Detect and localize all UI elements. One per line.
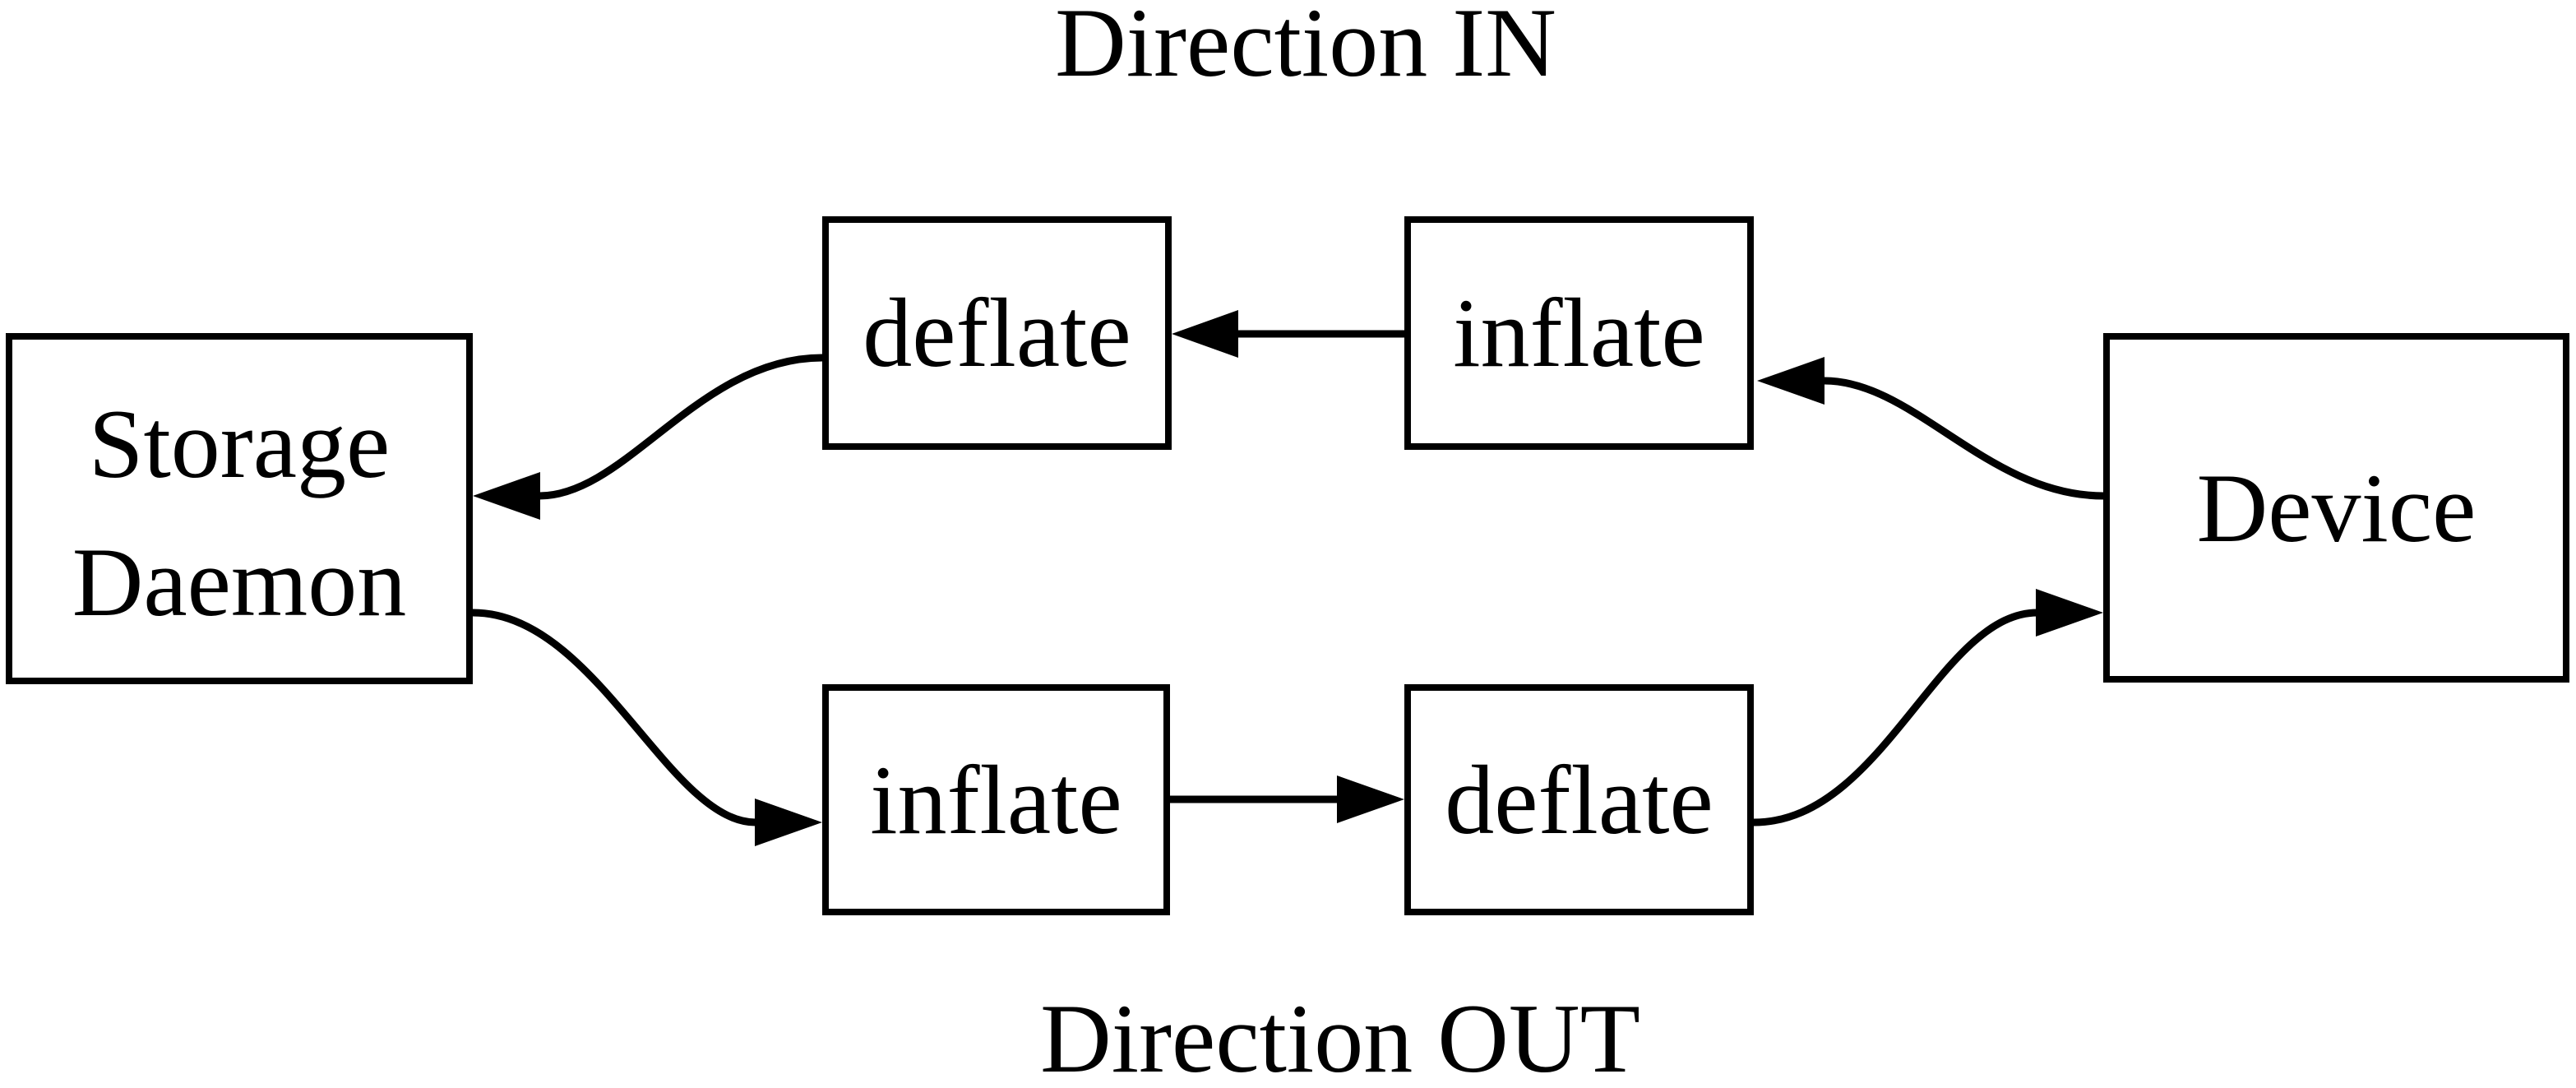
arrow-in-device-to-inflate: [1757, 357, 2104, 500]
storage-daemon-label-line1: Storage: [88, 388, 391, 498]
in-deflate-label: deflate: [863, 278, 1131, 387]
storage-daemon-label-line2: Daemon: [72, 526, 407, 637]
arrow-curve: [1753, 609, 2038, 826]
arrowhead-right-icon: [755, 799, 822, 846]
box-in-inflate: inflate: [1404, 216, 1754, 450]
arrowhead-left-icon: [473, 472, 540, 520]
arrow-out-storage-to-inflate: [472, 609, 822, 846]
arrow-curve: [1824, 377, 2104, 500]
box-in-deflate: deflate: [822, 216, 1172, 450]
box-storage-daemon: Storage Daemon: [6, 333, 473, 684]
arrow-in-deflate-to-storage: [473, 354, 823, 520]
box-device: Device: [2103, 333, 2569, 683]
arrow-out-inflate-to-deflate: [1170, 775, 1404, 823]
title-direction-in: Direction IN: [1055, 0, 1556, 97]
arrow-out-deflate-to-device: [1753, 589, 2103, 826]
arrowhead-right-icon: [1337, 775, 1404, 823]
arrowhead-left-icon: [1757, 357, 1824, 405]
box-out-inflate: inflate: [822, 684, 1170, 915]
out-inflate-label: inflate: [870, 744, 1122, 854]
device-label: Device: [2196, 452, 2477, 563]
arrow-in-inflate-to-deflate: [1172, 310, 1404, 358]
box-out-deflate: deflate: [1404, 684, 1754, 915]
arrowhead-left-icon: [1172, 310, 1238, 358]
arrowhead-right-icon: [2036, 589, 2103, 637]
title-direction-out: Direction OUT: [1040, 984, 1640, 1088]
out-deflate-label: deflate: [1445, 744, 1713, 854]
arrow-curve: [539, 354, 823, 500]
in-inflate-label: inflate: [1453, 278, 1705, 387]
arrow-curve: [472, 609, 756, 826]
